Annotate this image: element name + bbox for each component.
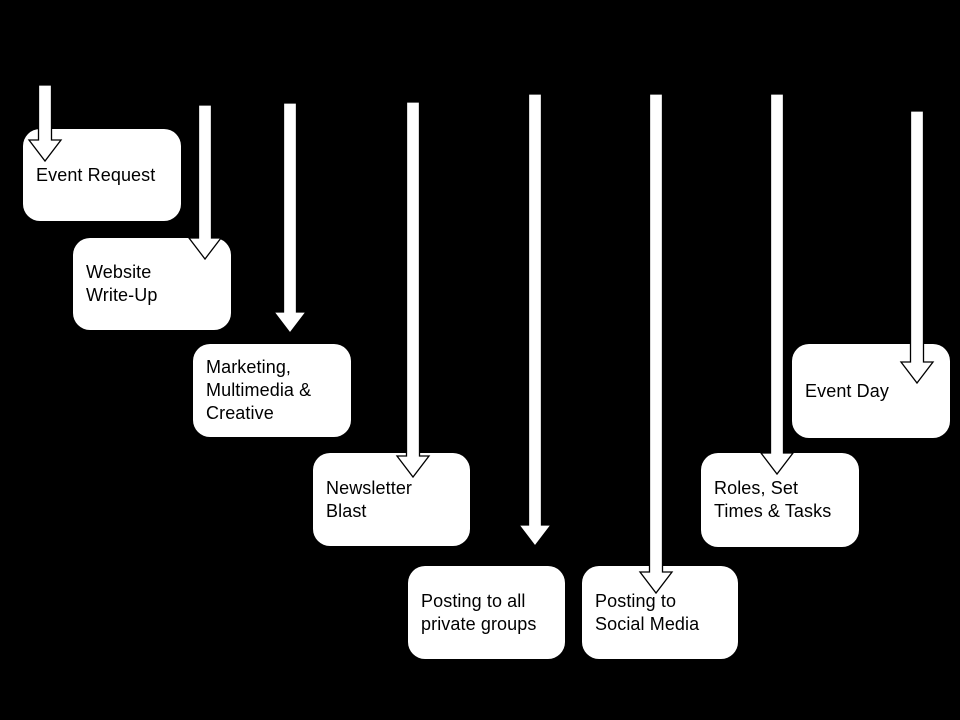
- node-label-website-write-up: Website Write-Up: [86, 262, 158, 305]
- down-arrow-icon-posting-social-media: [638, 93, 674, 595]
- node-label-newsletter-blast: Newsletter Blast: [326, 477, 413, 521]
- node-label-event-day: Event Day: [805, 380, 889, 401]
- node-posting-private-groups: Posting to all private groups: [408, 566, 565, 659]
- down-arrow-icon-website-write-up: [187, 104, 223, 261]
- down-arrow-icon-event-day: [899, 110, 935, 385]
- down-arrow-icon-posting-private-groups: [517, 93, 553, 548]
- node-roles-set-times-tasks: Roles, Set Times & Tasks: [701, 453, 859, 547]
- node-label-posting-social-media: Posting to Social Media: [595, 590, 700, 634]
- node-event-request: Event Request: [23, 129, 181, 221]
- node-newsletter-blast: Newsletter Blast: [313, 453, 470, 546]
- node-marketing-multimedia-creative: Marketing, Multimedia & Creative: [193, 344, 351, 437]
- down-arrow-icon-marketing-multimedia-creative: [272, 102, 308, 335]
- node-label-roles-set-times-tasks: Roles, Set Times & Tasks: [714, 478, 832, 521]
- node-label-marketing-multimedia-creative: Marketing, Multimedia & Creative: [206, 357, 312, 423]
- node-website-write-up: Website Write-Up: [73, 238, 231, 330]
- node-label-event-request: Event Request: [36, 164, 156, 185]
- node-posting-social-media: Posting to Social Media: [582, 566, 738, 659]
- down-arrow-icon-newsletter-blast: [395, 101, 431, 479]
- node-event-day: Event Day: [792, 344, 950, 438]
- node-label-posting-private-groups: Posting to all private groups: [421, 590, 537, 634]
- down-arrow-icon-roles-set-times-tasks: [759, 93, 795, 476]
